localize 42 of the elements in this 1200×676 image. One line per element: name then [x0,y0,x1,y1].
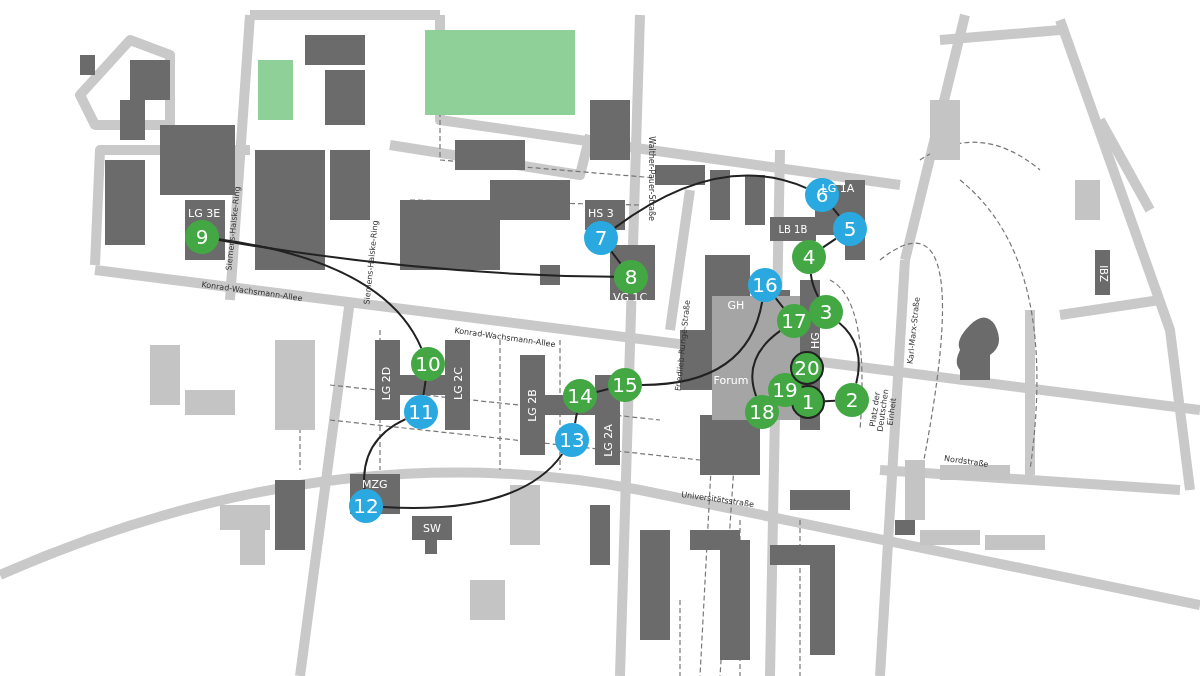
route-stop-marker: 12 [349,489,383,523]
building-label: LG 2D [380,366,394,400]
building-label: LG 2C [451,366,465,400]
street-label: Nordstraße [943,453,989,469]
route-line [574,411,578,425]
street-label: Platz der Deutschen Einheit [867,387,899,434]
route-line [822,237,837,249]
route-line [751,329,782,398]
route-line [641,300,764,386]
route-line [363,418,407,491]
street-label: Walther-Pauer-Straße [646,135,656,221]
route-line [831,207,841,217]
building-label: LG 3E [188,206,221,220]
route-line [217,238,615,278]
route-stop-marker: 2 [835,383,869,417]
route-line [613,174,808,229]
route-stop-marker: 10 [411,347,445,381]
route-stop-marker: 13 [555,423,589,457]
building-label: GH [727,298,745,312]
route-line [381,452,564,509]
route-stop-marker: 4 [792,240,826,274]
building-label: HG [808,331,822,349]
route-stop-marker: 14 [563,379,597,413]
building-label: LG 2B [525,388,539,422]
building-label: SW [423,521,441,535]
building-label: LG 2A [601,423,615,457]
route-line [610,250,622,265]
route-line [838,321,860,385]
route-line [422,379,427,397]
route-line [824,399,836,403]
route-line [774,297,785,309]
street-label: Karl-Marx-Straße [905,296,922,364]
building-label: Forum [713,373,749,387]
building-label: MZG [362,477,388,491]
building-label: HS 3 [588,206,614,220]
route-line [217,238,423,350]
route-stop-marker: 11 [404,395,438,429]
route-line [809,272,820,298]
building-label: IBZ [1097,264,1109,282]
route-line [595,388,610,393]
route-stop-marker: 15 [608,368,642,402]
building-label: LB 1B [778,223,808,235]
